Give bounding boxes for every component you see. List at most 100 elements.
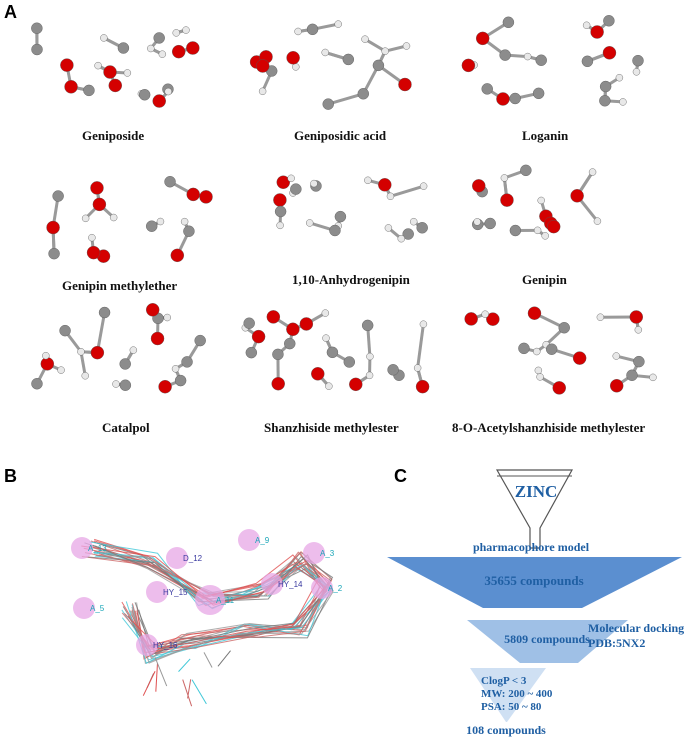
carbon-atom bbox=[59, 324, 71, 337]
filter-psa: PSA: 50 ~ 80 bbox=[481, 701, 542, 713]
hydrogen-atom bbox=[615, 74, 624, 82]
hydrogen-atom bbox=[276, 221, 284, 230]
oxygen-atom bbox=[464, 312, 478, 326]
carbon-atom bbox=[322, 98, 334, 110]
carbon-atom bbox=[334, 210, 347, 223]
carbon-atom bbox=[581, 55, 594, 68]
hydrogen-atom bbox=[322, 334, 330, 342]
oxygen-atom bbox=[461, 58, 476, 73]
bond bbox=[416, 324, 425, 369]
oxygen-atom bbox=[378, 178, 392, 192]
carbon-atom bbox=[326, 346, 339, 359]
hydrogen-atom bbox=[397, 235, 405, 243]
hydrogen-atom bbox=[533, 226, 542, 235]
carbon-atom bbox=[31, 22, 43, 34]
carbon-atom bbox=[119, 379, 132, 391]
carbon-atom bbox=[194, 334, 206, 347]
carbon-atom bbox=[343, 356, 355, 368]
hydrogen-atom bbox=[294, 27, 302, 36]
oxygen-atom bbox=[86, 245, 101, 260]
panel-label-c: C bbox=[394, 466, 407, 486]
hydrogen-atom bbox=[258, 87, 267, 96]
oxygen-atom bbox=[266, 310, 281, 324]
carbon-atom bbox=[306, 23, 319, 36]
carbon-atom bbox=[342, 53, 355, 66]
hydrogen-atom bbox=[158, 50, 167, 58]
carbon-atom bbox=[416, 222, 428, 234]
hydrogen-atom bbox=[596, 313, 605, 321]
hydrogen-atom bbox=[588, 168, 597, 176]
oxygen-atom bbox=[271, 377, 285, 391]
carbon-atom bbox=[183, 225, 195, 237]
carbon-atom bbox=[626, 369, 638, 381]
carbon-atom bbox=[153, 32, 165, 44]
oxygen-atom bbox=[398, 77, 412, 92]
oxygen-atom bbox=[276, 175, 290, 189]
hydrogen-atom bbox=[364, 176, 372, 184]
carbon-atom bbox=[284, 337, 296, 350]
hydrogen-atom bbox=[381, 47, 389, 55]
molecule-label-geniposide: Geniposide bbox=[82, 128, 145, 143]
oxygen-atom bbox=[172, 44, 186, 59]
hydrogen-atom bbox=[534, 366, 543, 375]
oxygen-atom bbox=[108, 78, 122, 93]
stage2-label: 5809 compounds bbox=[504, 632, 590, 646]
hydrogen-atom bbox=[109, 213, 118, 222]
carbon-atom bbox=[52, 190, 64, 202]
oxygen-atom bbox=[186, 41, 200, 55]
stage1-label: 35655 compounds bbox=[484, 573, 583, 588]
carbon-atom bbox=[502, 16, 515, 28]
carbon-atom bbox=[164, 176, 176, 188]
oxygen-atom bbox=[286, 51, 300, 65]
model-label: pharmacophore model bbox=[473, 540, 590, 554]
hydrogen-atom bbox=[634, 326, 643, 334]
carbon-atom bbox=[633, 355, 645, 368]
filter-funnel-icon bbox=[495, 469, 574, 549]
hydrogen-atom bbox=[88, 233, 96, 242]
hydrogen-atom bbox=[81, 214, 90, 223]
bond bbox=[327, 92, 364, 106]
hydrogen-atom bbox=[164, 87, 172, 96]
hydrogen-atom bbox=[171, 365, 180, 373]
hydrogen-atom bbox=[386, 192, 395, 201]
hydrogen-atom bbox=[321, 309, 330, 317]
hydrogen-atom bbox=[413, 364, 422, 372]
carbon-atom bbox=[117, 42, 130, 54]
oxygen-atom bbox=[546, 219, 561, 234]
panel-label-a: A bbox=[4, 2, 17, 22]
hydrogen-atom bbox=[321, 48, 329, 57]
hydrogen-atom bbox=[619, 98, 627, 106]
oxygen-atom bbox=[186, 187, 200, 202]
oxygen-atom bbox=[152, 94, 166, 108]
hydrogen-atom bbox=[100, 34, 108, 42]
hydrogen-atom bbox=[523, 52, 532, 61]
carbon-atom bbox=[245, 346, 258, 359]
carbon-atom bbox=[48, 247, 60, 260]
final-count-label: 108 compounds bbox=[466, 723, 546, 737]
hydrogen-atom bbox=[612, 352, 620, 360]
carbon-atom bbox=[532, 87, 545, 100]
hydrogen-atom bbox=[366, 352, 374, 361]
molecule-model-9 bbox=[464, 306, 657, 395]
carbon-atom bbox=[290, 183, 302, 195]
carbon-atom bbox=[387, 364, 399, 376]
funnel-stage-2 bbox=[467, 620, 628, 663]
carbon-atom bbox=[272, 348, 284, 361]
hydrogen-atom bbox=[384, 224, 393, 232]
carbon-atom bbox=[119, 358, 131, 370]
hydrogen-atom bbox=[541, 232, 549, 240]
carbon-atom bbox=[520, 164, 532, 177]
hydrogen-atom bbox=[365, 371, 374, 380]
hydrogen-atom bbox=[410, 217, 418, 226]
carbon-atom bbox=[499, 49, 511, 61]
oxygen-atom bbox=[572, 351, 587, 365]
carbon-atom bbox=[138, 89, 151, 101]
oxygen-atom bbox=[92, 197, 107, 212]
carbon-atom bbox=[518, 342, 530, 355]
oxygen-atom bbox=[472, 179, 486, 193]
carbon-atom bbox=[243, 317, 255, 329]
source-label: ZINC bbox=[515, 482, 558, 501]
molecule-label-genipin: Genipin bbox=[522, 272, 567, 287]
hydrogen-atom bbox=[172, 29, 180, 37]
hydrogen-atom bbox=[419, 320, 428, 328]
